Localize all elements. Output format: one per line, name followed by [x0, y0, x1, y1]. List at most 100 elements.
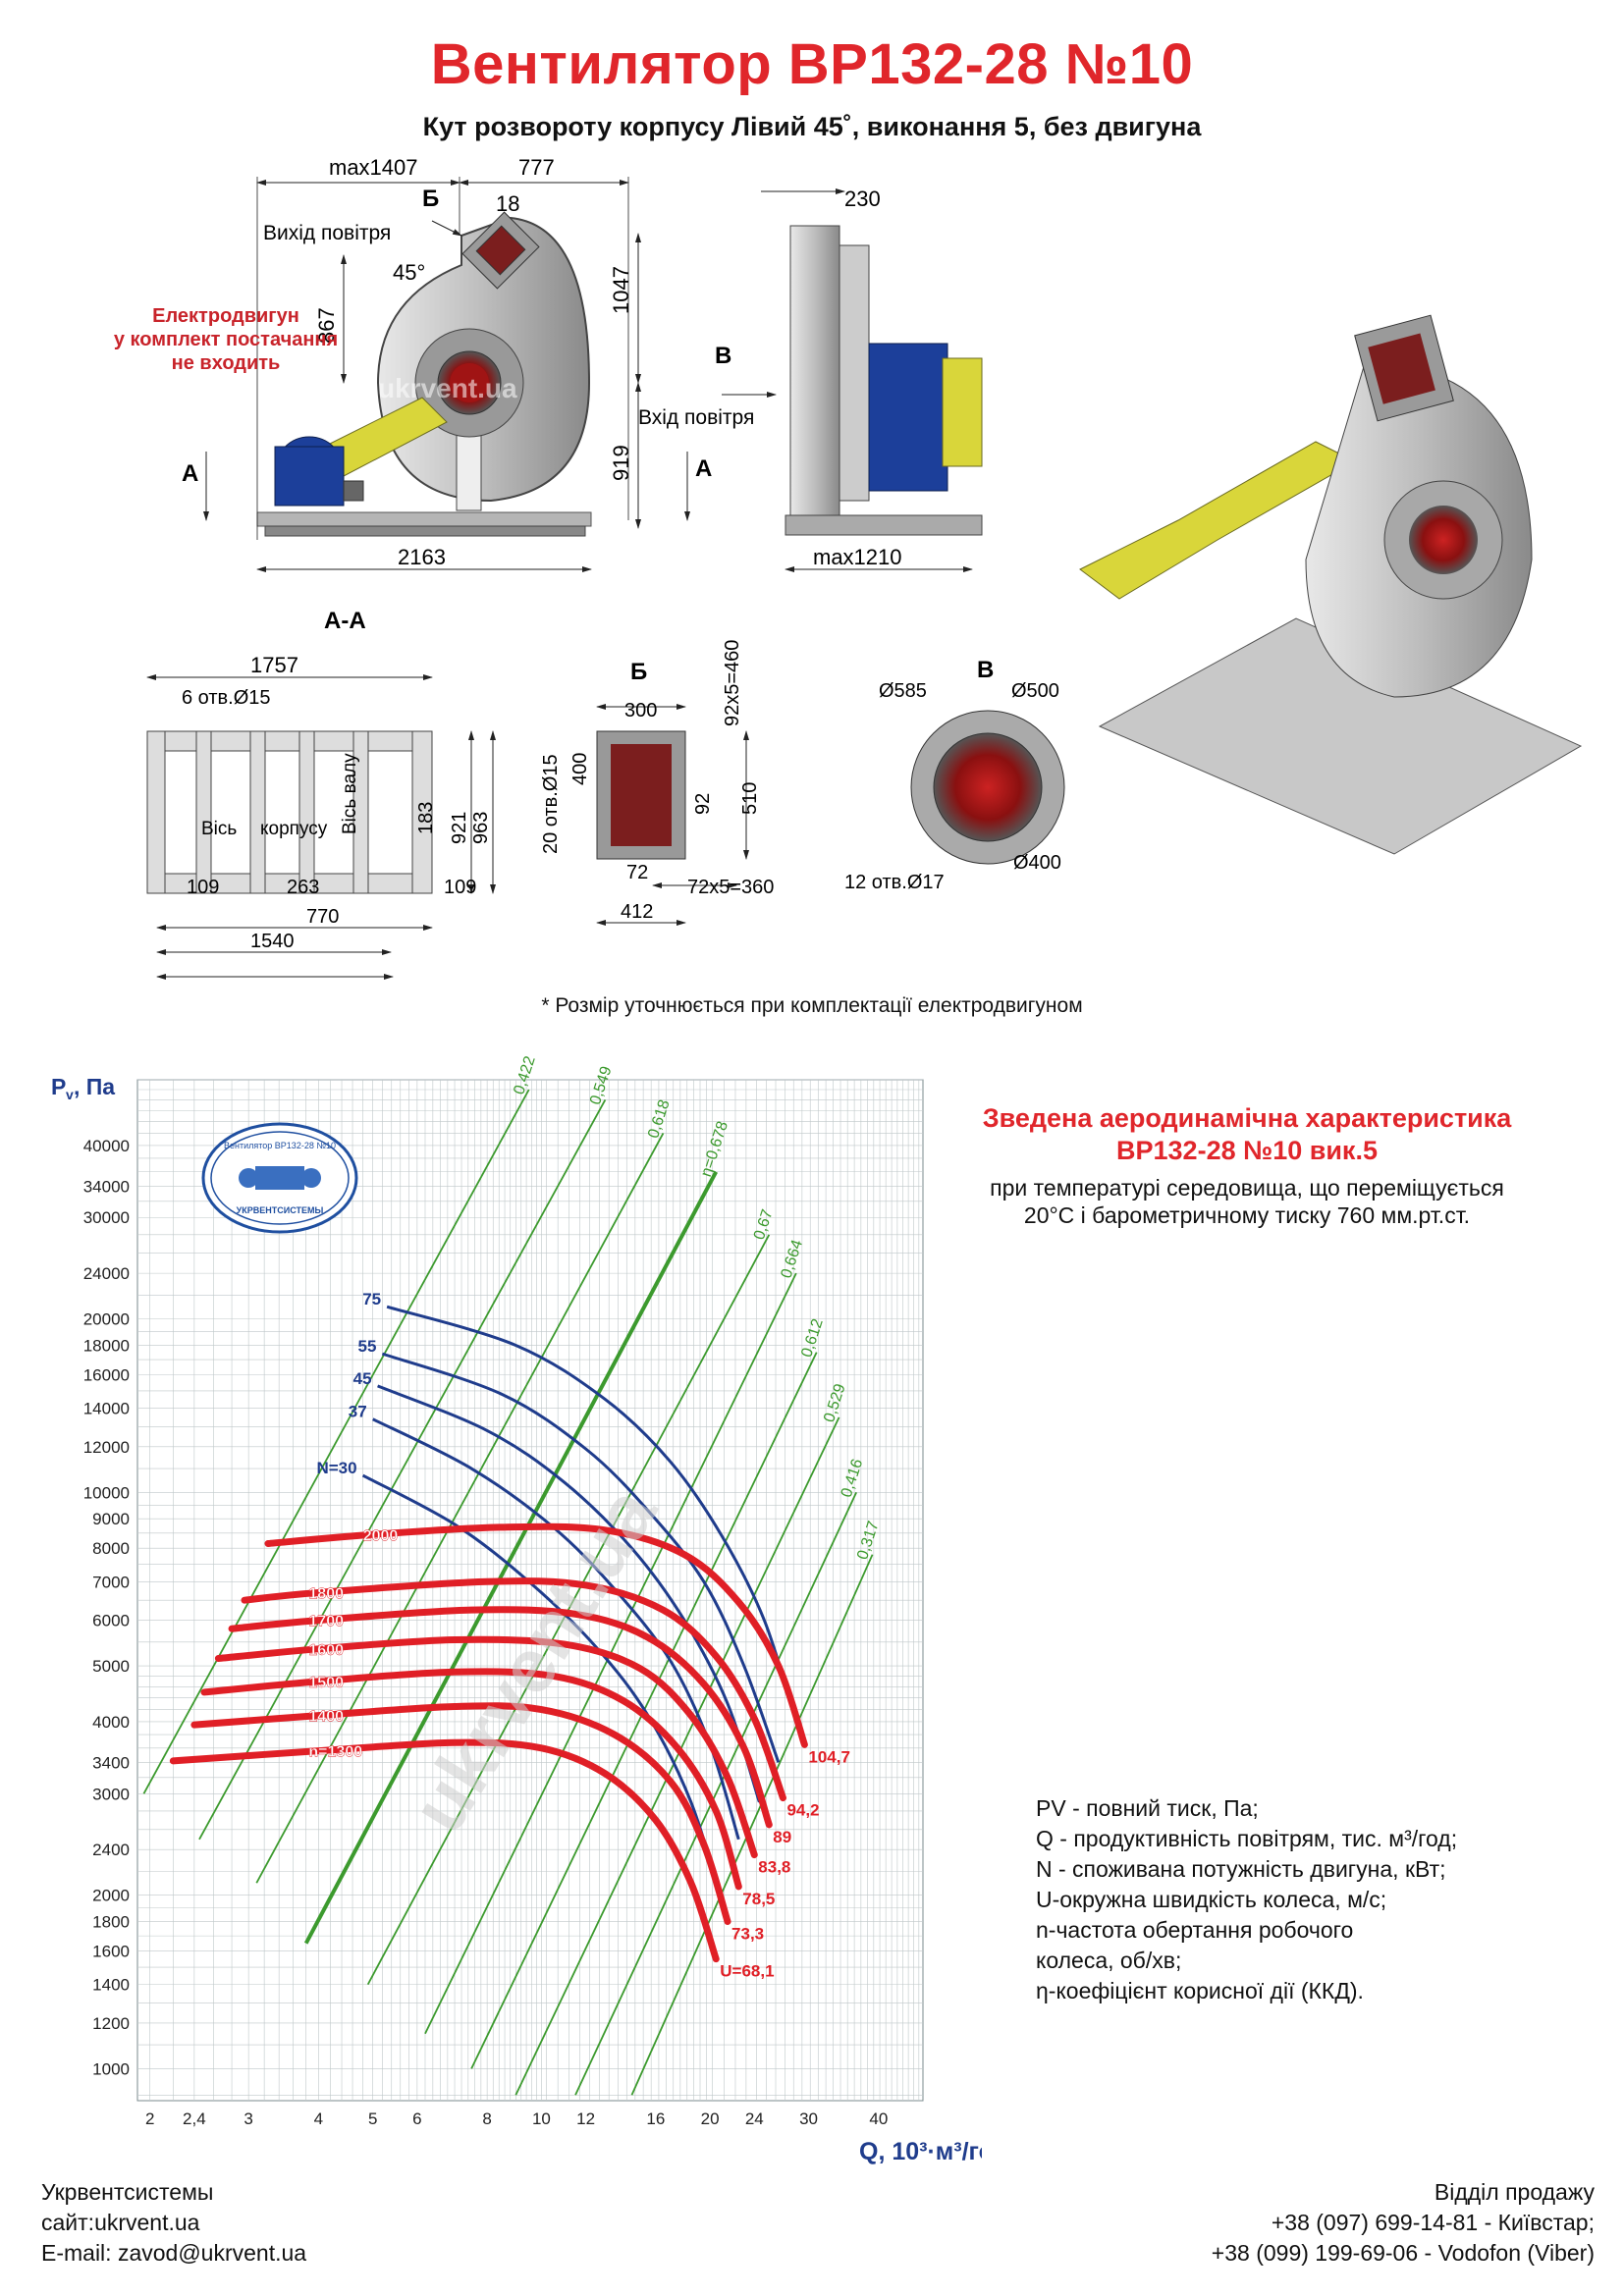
x-tick-label: 6 [412, 2109, 421, 2128]
speed-label-n: 1500 [308, 1675, 344, 1691]
power-curve [361, 1473, 724, 1902]
plot-area [136, 1079, 924, 2102]
y-tick-label: 30000 [83, 1208, 130, 1227]
speed-label-u: 78,5 [742, 1890, 775, 1908]
motor-note: у комплект постачання [114, 329, 338, 350]
power-label: 37 [349, 1403, 367, 1421]
view-b: Б 300 92x5=460 20 отв.Ø15 400 92 510 72 … [540, 640, 774, 926]
page-subtitle: Кут розвороту корпусу Лівий 45˚, виконан… [422, 112, 1202, 141]
dim-92x5: 92x5=460 [722, 640, 743, 726]
logo-text: УКРВЕНТСИСТЕМЫ [237, 1205, 324, 1215]
footnote: * Розмір уточнюється при комплектації ел… [541, 994, 1083, 1017]
dim-300: 300 [624, 700, 657, 721]
efficiency-line [255, 1133, 665, 1884]
y-tick-label: 16000 [83, 1366, 130, 1385]
x-tick-label: 8 [482, 2109, 491, 2128]
y-tick-label: 3000 [92, 1785, 130, 1803]
speed-curve [214, 1635, 758, 1859]
y-tick-label: 9000 [92, 1510, 130, 1528]
speed-curve [190, 1702, 731, 1926]
logo-text: Вентилятор ВР132-28 №10 [224, 1141, 336, 1150]
x-tick-label: 10 [532, 2109, 551, 2128]
speed-label-u: 94,2 [786, 1801, 819, 1820]
dim-d500: Ø500 [1011, 680, 1059, 702]
company-name: Укрвентсистемы [41, 2179, 214, 2205]
y-tick-label: 14000 [83, 1400, 130, 1418]
legend-item: Q - продуктивність повітрям, тис. м³/год… [1036, 1826, 1458, 1851]
dim-max1210: max1210 [813, 545, 902, 569]
y-tick-label: 1600 [92, 1943, 130, 1961]
y-tick-label: 10000 [83, 1483, 130, 1502]
side-view: 230 max1210 Вхід повітря В [638, 187, 983, 572]
y-tick-label: 34000 [83, 1177, 130, 1196]
speed-curves: n=1300U=68,1140073,3150078,5160083,81700… [169, 1522, 850, 1981]
y-tick-label: 7000 [92, 1573, 130, 1591]
x-tick-label: 40 [869, 2109, 888, 2128]
x-tick-label: 20 [701, 2109, 720, 2128]
dim-holes: 6 отв.Ø15 [182, 687, 271, 709]
efficiency-line [630, 1554, 874, 2096]
legend-item: η-коефіцієнт корисної дії (ККД). [1036, 1978, 1364, 2003]
sales-phone[interactable]: +38 (097) 699-14-81 - Київстар; [1271, 2210, 1595, 2235]
y-axis-ticks: 1000120014001600180020002400300034004000… [83, 1137, 130, 2079]
y-tick-label: 2000 [92, 1887, 130, 1905]
dim-921: 921 [449, 812, 470, 844]
view-title: В [977, 657, 994, 683]
dim-412: 412 [621, 901, 653, 923]
y-tick-label: 18000 [83, 1336, 130, 1355]
speed-curve [241, 1577, 786, 1802]
dim-1540: 1540 [250, 931, 295, 952]
speed-label-n: 1800 [308, 1585, 344, 1602]
efficiency-line [303, 1170, 719, 1945]
dim-72: 72 [626, 862, 648, 883]
y-tick-label: 1800 [92, 1913, 130, 1932]
front-view: max1407 777 18 867 1047 919 2163 45° Вих… [114, 155, 712, 572]
chart-subtitle-line2: 20°С і барометричному тиску 760 мм.рт.ст… [1023, 1202, 1471, 1228]
dim-867: 867 [314, 307, 339, 344]
dim-72x5: 72x5=360 [687, 877, 774, 898]
technical-drawing: max1407 777 18 867 1047 919 2163 45° Вих… [114, 155, 1583, 980]
dim-963: 963 [470, 812, 492, 844]
chart-title-line2: ВР132-28 №10 вик.5 [1116, 1136, 1378, 1165]
power-curve [381, 1352, 781, 1763]
page-title: Вентилятор ВР132-28 №10 [430, 32, 1194, 96]
speed-label-u: 73,3 [731, 1925, 764, 1944]
y-tick-label: 24000 [83, 1264, 130, 1283]
company-site[interactable]: сайт:ukrvent.ua [41, 2210, 200, 2235]
y-tick-label: 2400 [92, 1841, 130, 1859]
power-label: N=30 [316, 1459, 356, 1477]
y-tick-label: 4000 [92, 1713, 130, 1732]
x-tick-label: 12 [576, 2109, 595, 2128]
power-label: 45 [353, 1369, 372, 1388]
view-v: В Ø585 Ø500 Ø400 12 отв.Ø17 [844, 657, 1065, 893]
dim-angle: 45° [393, 260, 425, 285]
dim-400: 400 [569, 753, 591, 785]
power-label: 55 [357, 1337, 376, 1356]
section-title: А-А [324, 608, 366, 634]
y-tick-label: 1200 [92, 2014, 130, 2033]
y-tick-label: 20000 [83, 1310, 130, 1329]
dim-109: 109 [187, 877, 219, 898]
y-axis-title-p: P [51, 1074, 66, 1099]
dim-18: 18 [496, 191, 519, 216]
legend-item: U-окружна швидкість колеса, м/с; [1036, 1887, 1387, 1912]
dim-183: 183 [415, 802, 437, 834]
outlet-label: Вихід повітря [263, 222, 391, 244]
dim-1757: 1757 [250, 653, 298, 677]
chart-grid [136, 1079, 924, 2102]
y-axis-title-sub: v [66, 1087, 74, 1102]
section-aa: А-А 1757 6 отв.Ø15 183 921 963 109 263 1… [146, 608, 496, 980]
motor-note: Електродвигун [152, 305, 299, 327]
dim-2163: 2163 [398, 545, 446, 569]
chart-legend: PV - повний тиск, Па; Q - продуктивність… [1036, 1793, 1457, 2006]
speed-curve [200, 1668, 742, 1891]
logo: Вентилятор ВР132-28 №10 УКРВЕНТСИСТЕМЫ [201, 1122, 358, 1234]
company-email[interactable]: E-mail: zavod@ukrvent.ua [41, 2240, 307, 2266]
x-tick-label: 30 [799, 2109, 818, 2128]
x-tick-label: 2,4 [183, 2109, 206, 2128]
motor-note: не входить [172, 352, 281, 374]
sales-phone[interactable]: +38 (099) 199-69-06 - Vodofon (Viber) [1211, 2240, 1595, 2266]
y-tick-label: 1000 [92, 2059, 130, 2078]
x-tick-label: 24 [745, 2109, 764, 2128]
